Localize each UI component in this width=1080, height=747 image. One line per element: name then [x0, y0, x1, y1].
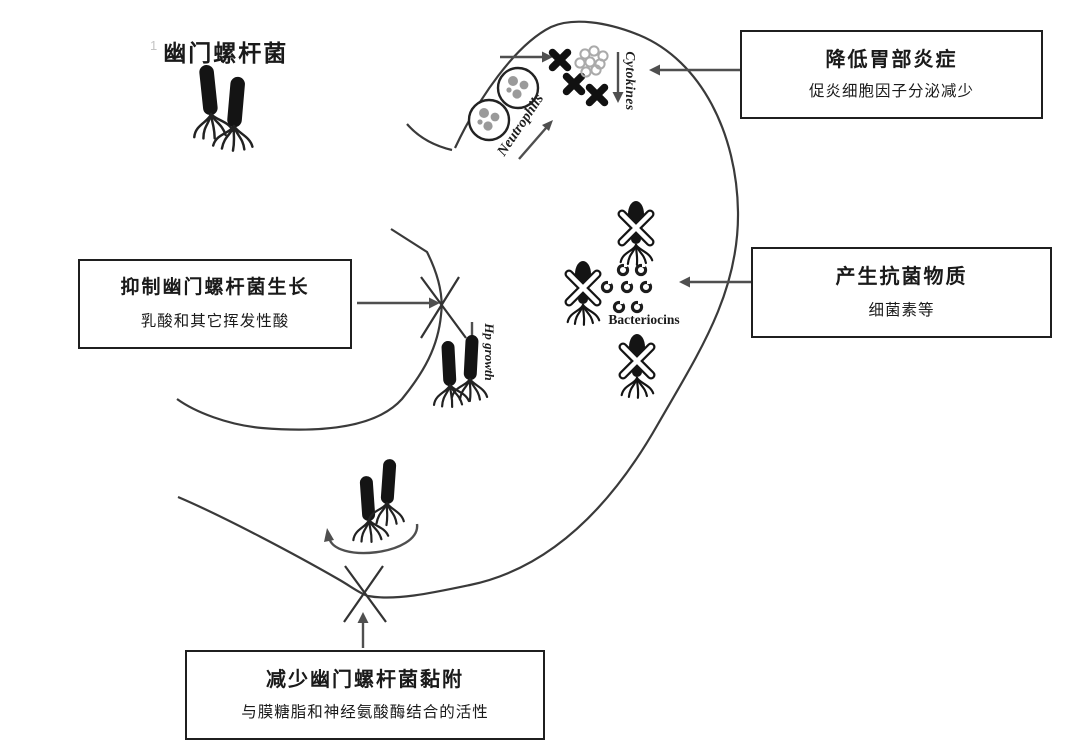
- hp-growth-label: Hp growth: [482, 323, 497, 381]
- arrow-cytokines-decrease: [612, 52, 624, 103]
- box-reduce-adhesion-title: 减少幽门螺杆菌黏附: [266, 668, 464, 691]
- cytokines-label: Cytokines: [623, 51, 638, 111]
- box-antimicrobial-substances-title: 产生抗菌物质: [835, 266, 968, 289]
- arrow-from-inflammation-box: [649, 64, 742, 76]
- box-inhibit-growth-subtitle: 乳酸和其它挥发性酸: [140, 312, 290, 330]
- arrow-from-adhesion-box: [357, 612, 369, 648]
- arrow-neutrophil-migration: [518, 120, 553, 160]
- box-reduce-inflammation: 降低胃部炎症 促炎细胞因子分泌减少: [740, 30, 1043, 119]
- bacteriocins-label: Bacteriocins: [608, 312, 680, 327]
- box-inhibit-growth-title: 抑制幽门螺杆菌生长: [120, 277, 310, 299]
- stomach-outline: [177, 20, 740, 599]
- cytokine-cross-icon: [590, 88, 605, 103]
- killed-bacterium-icon: [622, 334, 654, 398]
- arrow-from-antimicrobial-box: [679, 276, 752, 288]
- hpylori-label: 1 幽门螺杆菌: [150, 34, 288, 68]
- box-antimicrobial-substances: 产生抗菌物质 细菌素等: [751, 247, 1052, 338]
- cytokine-ring-cluster-icon: [574, 45, 609, 78]
- arrow-from-growth-box: [357, 297, 440, 309]
- cytokine-cross-icon: [553, 53, 568, 68]
- rotation-arrow-icon: [324, 523, 419, 555]
- watermark-digit: 1: [150, 38, 158, 53]
- neutrophil-cell-icon: [467, 98, 511, 142]
- box-inhibit-growth: 抑制幽门螺杆菌生长 乳酸和其它挥发性酸: [78, 259, 352, 349]
- cytokine-cross-icon: [567, 77, 582, 92]
- box-antimicrobial-substances-subtitle: 细菌素等: [868, 301, 935, 319]
- hpylori-bacterium-icon: [213, 75, 258, 152]
- box-reduce-adhesion-subtitle: 与膜糖脂和神经氨酸酶结合的活性: [241, 703, 489, 721]
- inner-wall-line: [176, 228, 443, 431]
- hpylori-label-text: 幽门螺杆菌: [163, 40, 289, 66]
- box-reduce-adhesion: 减少幽门螺杆菌黏附 与膜糖脂和神经氨酸酶结合的活性: [185, 650, 545, 740]
- inhibition-x-icon: [420, 276, 467, 339]
- hpylori-bacterium-icon: [431, 340, 469, 408]
- bacteriocin-granule-icon: [600, 262, 653, 314]
- box-reduce-inflammation-subtitle: 促炎细胞因子分泌减少: [808, 83, 974, 101]
- adhesion-x-icon: [343, 565, 387, 623]
- arrow-neutrophil-activation: [500, 51, 553, 63]
- box-reduce-inflammation-title: 降低胃部炎症: [825, 48, 958, 71]
- esophagus-line: [406, 123, 453, 152]
- hpylori-bacterium-icon: [187, 63, 234, 141]
- killed-bacterium-icon: [621, 201, 653, 265]
